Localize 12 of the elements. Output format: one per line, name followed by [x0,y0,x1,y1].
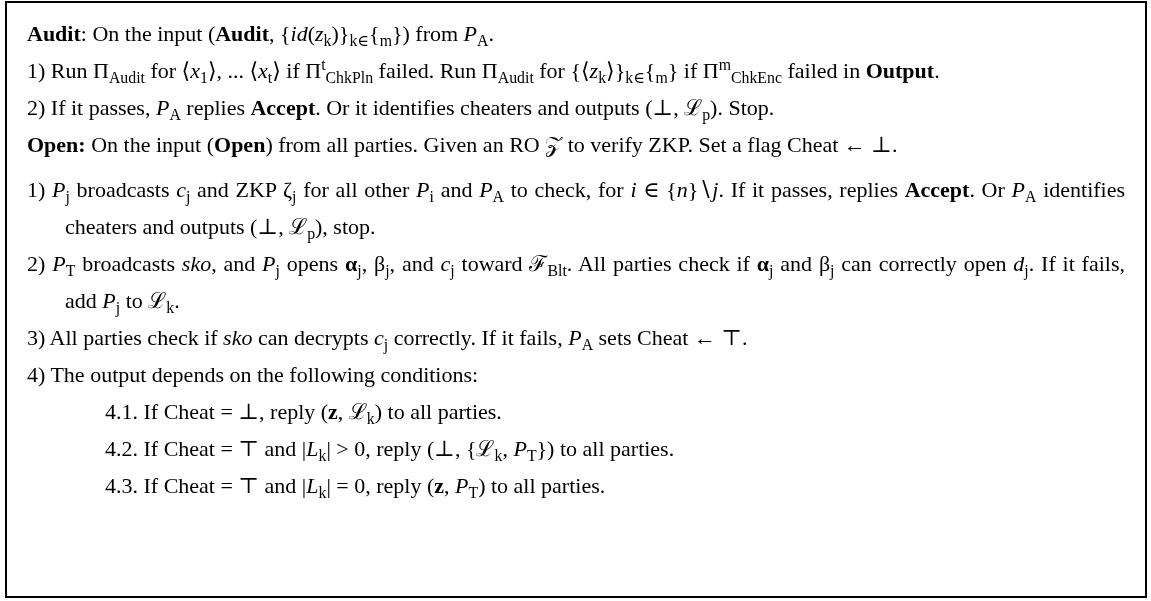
protocol-text: 4.2. If Cheat = ⊤ and |L$_{k}$| > 0, reply (⊥, {ℒ$_{k}$, P$_{T}$}) to all parties. [104,435,676,467]
protocol-text: 1) P$_{j}$ broadcasts c$_{j}$ and ZKP ζ$_{j}$ for all other P$_{i}$ and P$_{A}$ to check, for i ∈ {n}∖j. If it passes, replies Accept. Or P$_{A}$ identifies cheaters and outputs (⊥, ℒ$_{p}$), stop. [27,176,1125,245]
protocol-text: 4.1. If Cheat = ⊥, reply (z, ℒ$_{k}$) to all parties. [104,398,503,430]
protocol-text: Audit: On the input (Audit, {id(z$_{k}$)}$_{k∈}${$_{m}$}) from P$_{A}$. [27,20,495,52]
protocol-text: 3) All parties check if sko can decrypts c$_{j}$ correctly. If it fails, P$_{A}$ sets Cheat ← ⊤. [27,324,749,356]
protocol-text: 1) Run Π$_{Audit}$ for ⟨x$_{1}$⟩, ... ⟨x$_{t}$⟩ if Π$^{t}$$_{ChkPln}$ failed. Run Π$_{Audit}$ for {⟨z$_{k}$⟩}$_{k∈}${$_{m}$} if Π$^{m}$$_{ChkEnc}$ failed in Output. [27,54,941,89]
protocol-text: 4) The output depends on the following conditions: [27,361,480,389]
protocol-text: 2) If it passes, P$_{A}$ replies Accept. Or it identifies cheaters and outputs (⊥, ℒ$_{p}$). Stop. [27,94,776,126]
protocol-box [5,1,1147,598]
protocol-text: Open: On the input (Open) from all parties. Given an RO 𝒵 to verify ZKP. Set a flag Cheat ← ⊥. [27,131,899,159]
protocol-text: 4.3. If Cheat = ⊤ and |L$_{k}$| = 0, reply (z, P$_{T}$) to all parties. [104,472,607,504]
protocol-text: 2) P$_{T}$ broadcasts sko, and P$_{j}$ opens α$_{j}$, β$_{j}$, and c$_{j}$ toward ℱ$_{Blt}$. All parties check if α$_{j}$ and β$_{j}$ can correctly open d$_{j}$. If it fails, add P$_{j}$ to ℒ$_{k}$. [27,250,1125,319]
